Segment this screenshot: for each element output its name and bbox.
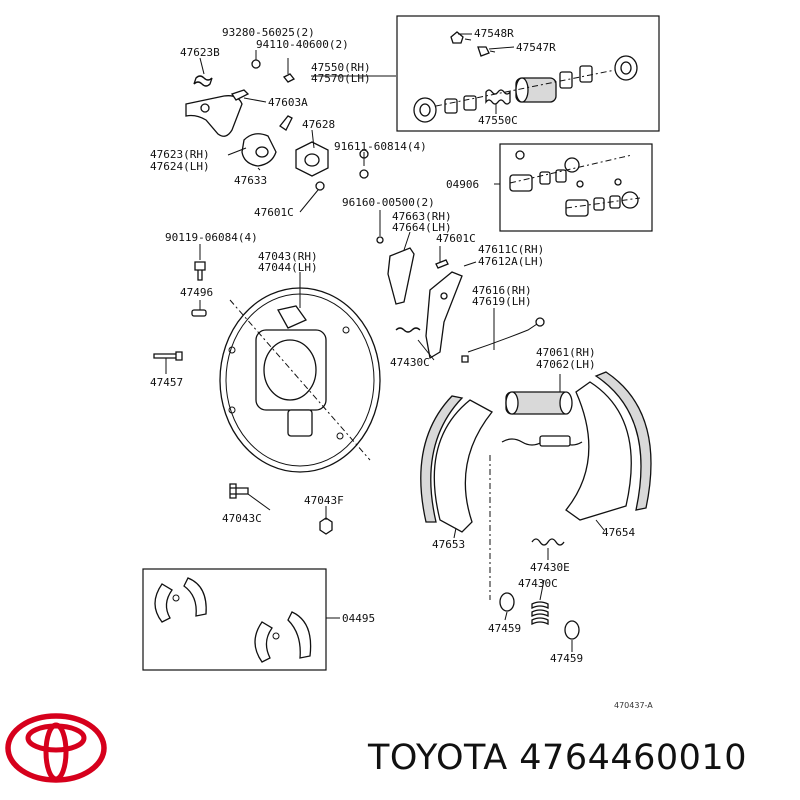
label-47044: 47044(LH) bbox=[258, 261, 318, 274]
label-47654: 47654 bbox=[602, 526, 635, 539]
label-04495: 04495 bbox=[342, 612, 375, 625]
parking-strut-parts bbox=[387, 247, 545, 363]
label-93280-56025: 93280-56025(2) bbox=[222, 26, 315, 39]
label-47633: 47633 bbox=[234, 174, 267, 187]
label-47550c: 47550C bbox=[478, 114, 518, 127]
wheel-cylinder-assembly bbox=[505, 391, 573, 415]
label-47457: 47457 bbox=[150, 376, 183, 389]
label-47459-a: 47459 bbox=[488, 622, 521, 635]
wheel-cylinder-exploded-parts bbox=[413, 31, 638, 123]
label-47664: 47664(LH) bbox=[392, 221, 452, 234]
brand-footer bbox=[5, 713, 107, 783]
brand-caption: TOYOTA 4764460010 bbox=[368, 738, 747, 778]
label-47623b: 47623B bbox=[180, 46, 220, 59]
diagram-reference: 470437-A bbox=[614, 701, 653, 710]
label-96160-00500: 96160-00500(2) bbox=[342, 196, 435, 209]
label-47043f: 47043F bbox=[304, 494, 344, 507]
label-47459-b: 47459 bbox=[550, 652, 583, 665]
cup-kit-box bbox=[499, 143, 653, 232]
label-47616: 47616(RH) bbox=[472, 284, 532, 297]
label-91611-60814: 91611-60814(4) bbox=[334, 140, 427, 153]
label-47547r: 47547R bbox=[516, 41, 556, 54]
label-47570: 47570(LH) bbox=[311, 72, 371, 85]
label-94110-40600: 94110-40600(2) bbox=[256, 38, 349, 51]
label-47623: 47623(RH) bbox=[150, 148, 210, 161]
label-47653: 47653 bbox=[432, 538, 465, 551]
part-number: 4764460010 bbox=[519, 738, 747, 778]
label-47601c-b: 47601C bbox=[436, 232, 476, 245]
brake-shoes bbox=[420, 371, 652, 533]
wheel-cylinder-kit-box bbox=[396, 15, 660, 132]
leader-lines bbox=[165, 33, 605, 652]
label-47043c: 47043C bbox=[222, 512, 262, 525]
label-47624: 47624(LH) bbox=[150, 160, 210, 173]
label-47430c-a: 47430C bbox=[390, 356, 430, 369]
brand-name: TOYOTA bbox=[368, 738, 508, 778]
shoe-kit-parts bbox=[154, 577, 312, 663]
label-47043: 47043(RH) bbox=[258, 250, 318, 263]
label-47550: 47550(RH) bbox=[311, 61, 371, 74]
label-47601c-a: 47601C bbox=[254, 206, 294, 219]
parking-lever-assembly bbox=[185, 59, 384, 244]
label-47663: 47663(RH) bbox=[392, 210, 452, 223]
label-47430e: 47430E bbox=[530, 561, 570, 574]
label-47062: 47062(LH) bbox=[536, 358, 596, 371]
label-47496: 47496 bbox=[180, 286, 213, 299]
part-labels: 93280-56025(2) 94110-40600(2) 47623B 475… bbox=[150, 26, 653, 710]
backing-plate bbox=[219, 287, 381, 473]
label-47611c: 47611C(RH) bbox=[478, 243, 544, 256]
label-04906: 04906 bbox=[446, 178, 479, 191]
springs-retainers bbox=[489, 455, 580, 640]
cup-kit-parts bbox=[509, 150, 641, 217]
toyota-logo-icon bbox=[5, 713, 107, 783]
label-47612a: 47612A(LH) bbox=[478, 255, 544, 268]
label-47628: 47628 bbox=[302, 118, 335, 131]
label-90119-06084: 90119-06084(4) bbox=[165, 231, 258, 244]
shoe-kit-box bbox=[142, 568, 327, 671]
label-47548r: 47548R bbox=[474, 27, 514, 40]
label-47619: 47619(LH) bbox=[472, 295, 532, 308]
label-47061: 47061(RH) bbox=[536, 346, 596, 359]
fasteners bbox=[153, 261, 333, 535]
label-47430c-b: 47430C bbox=[518, 577, 558, 590]
label-47603a: 47603A bbox=[268, 96, 308, 109]
